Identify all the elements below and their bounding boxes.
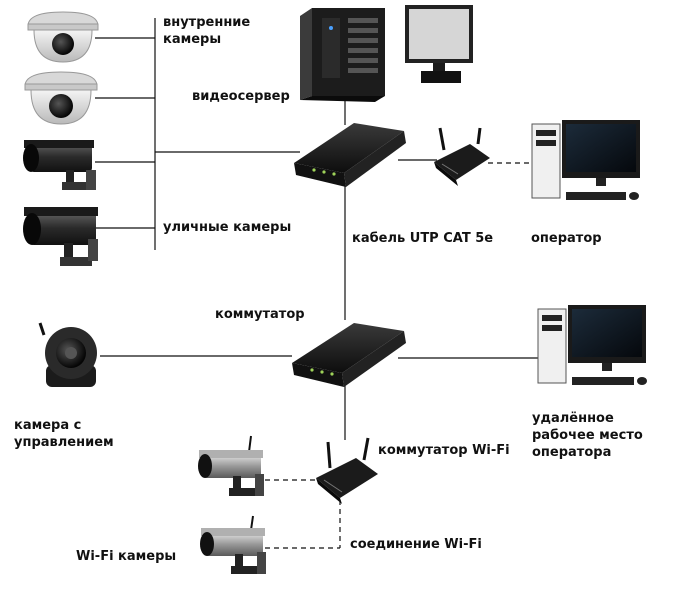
- label-indoor-cameras: внутренние камеры: [163, 15, 251, 47]
- wifi-router-icon: [316, 437, 378, 504]
- connection-lines: [95, 18, 540, 440]
- network-switch-icon: [294, 123, 406, 187]
- label-switch: коммутатор: [215, 307, 305, 322]
- bullet-camera-icon: [23, 140, 96, 190]
- label-ptz-camera: камера с управлением: [14, 418, 114, 450]
- dome-camera-icon: [27, 11, 99, 63]
- wifi-camera-icon: [200, 515, 266, 574]
- dome-camera-icon: [24, 71, 98, 125]
- label-wifi-cameras: Wi-Fi камеры: [76, 549, 177, 564]
- desktop-computer-icon: [531, 120, 640, 200]
- bullet-camera-icon: [23, 207, 98, 266]
- wifi-router-icon: [434, 127, 490, 186]
- monitor-icon: [405, 5, 473, 83]
- label-wifi-switch: коммутатор Wi-Fi: [378, 443, 510, 458]
- wifi-camera-icon: [198, 435, 264, 496]
- server-tower-icon: [300, 8, 385, 102]
- label-remote-workstation: удалённое рабочее место оператора: [532, 411, 643, 460]
- label-operator: оператор: [531, 231, 602, 246]
- network-switch-icon: [292, 323, 406, 387]
- label-street-cameras: уличные камеры: [163, 220, 292, 235]
- ptz-camera-icon: [38, 322, 97, 387]
- label-wifi-connection: соединение Wi-Fi: [350, 537, 482, 552]
- label-utp-cable: кабель UTP CAT 5e: [352, 231, 494, 246]
- label-video-server: видеосервер: [192, 89, 290, 104]
- wifi-links: [265, 162, 535, 549]
- desktop-computer-icon: [537, 305, 647, 385]
